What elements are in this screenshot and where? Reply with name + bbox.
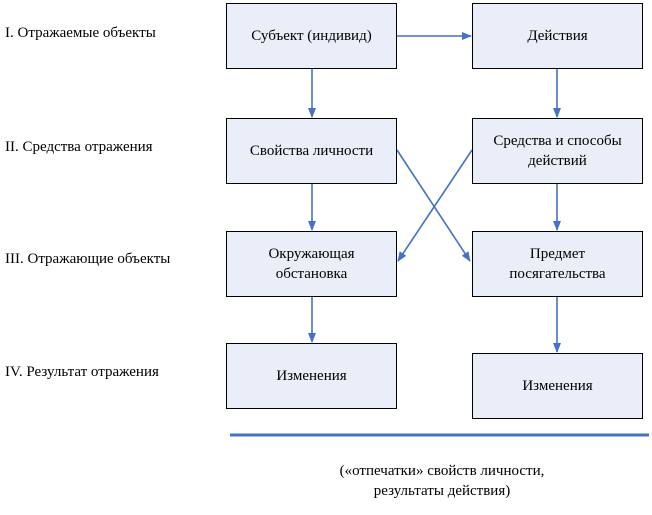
node-environment-text-2: обстановка [275,266,348,282]
node-changes-left-text: Изменения [276,368,347,384]
level-label-1: I. Отражаемые объекты [5,25,156,41]
caption: («отпечатки» свойств личности, результат… [232,461,652,501]
level-label-3: III. Отражающие объекты [5,251,171,267]
caption-line-2: результаты действия) [373,483,511,499]
arrow-means-to-environment [397,149,473,262]
node-environment: Окружающая обстановка [226,231,397,297]
node-means-text-1: Средства и способы [493,133,622,149]
arrow-personality-to-target [396,149,471,262]
node-target-text-1: Предмет [529,246,586,262]
node-target-text-2: посягательства [509,266,606,282]
level-label-2: II. Средства отражения [5,139,153,155]
node-means: Средства и способы действий [472,118,643,184]
node-means-text-2: действий [528,153,587,169]
node-subject-text: Субъект (индивид) [251,28,372,44]
node-actions: Действия [472,3,643,69]
node-changes-right: Изменения [472,353,643,419]
node-target: Предмет посягательства [472,231,643,297]
node-personality: Свойства личности [226,118,397,184]
node-actions-text: Действия [527,28,588,44]
node-subject: Субъект (индивид) [226,3,397,69]
node-changes-right-text: Изменения [522,378,593,394]
node-environment-text-1: Окружающая [268,246,355,262]
caption-line-1: («отпечатки» свойств личности, [339,463,545,479]
level-label-4: IV. Результат отражения [5,364,159,380]
node-changes-left: Изменения [226,343,397,409]
node-personality-text: Свойства личности [249,143,374,159]
